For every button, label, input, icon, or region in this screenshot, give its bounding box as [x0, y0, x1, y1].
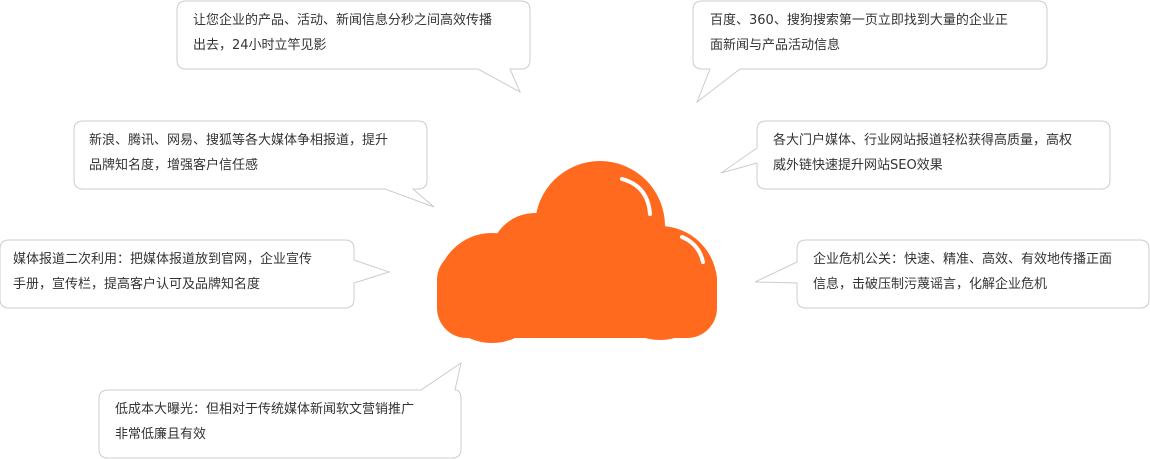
bubble-top-left-line2: 出去，24小时立竿见影 — [193, 38, 327, 53]
bubble-top-right-line1: 百度、360、搜狗搜索第一页立即找到大量的企业正 — [710, 13, 1008, 28]
bubble-mid-right-line2: 威外链快速提升网站SEO效果 — [773, 158, 943, 173]
bubble-mid-left: 新浪、腾讯、网易、搜狐等各大媒体争相报道，提升 品牌知名度，增强客户信任感 — [89, 128, 419, 178]
bubble-top-left-line1: 让您企业的产品、活动、新闻信息分秒之间高效传播 — [193, 13, 493, 28]
bubble-left-line2: 手册，宣传栏，提高客户认可及品牌知名度 — [13, 277, 261, 292]
bubble-shape-top-right — [692, 0, 1048, 104]
bubble-right: 企业危机公关：快速、精准、高效、有效地传播正面 信息，击破压制污蔑谣言，化解企业… — [813, 247, 1143, 297]
bubble-shape-top-left — [176, 0, 531, 94]
bubble-mid-left-line2: 品牌知名度，增强客户信任感 — [89, 158, 259, 173]
bubble-left: 媒体报道二次利用：把媒体报道放到官网，企业宣传 手册，宣传栏，提高客户认可及品牌… — [13, 247, 347, 297]
bubble-shape-mid-right — [720, 120, 1111, 190]
bubble-shape-left — [0, 239, 391, 309]
bubble-bottom-left-line1: 低成本大曝光：但相对于传统媒体新闻软文营销推广 — [115, 402, 415, 417]
bubble-mid-right: 各大门户媒体、行业网站报道轻松获得高质量，高权 威外链快速提升网站SEO效果 — [773, 128, 1103, 178]
bubble-right-line2: 信息，击破压制污蔑谣言，化解企业危机 — [813, 277, 1048, 292]
bubble-top-right-line2: 面新闻与产品活动信息 — [710, 38, 841, 53]
bubble-mid-left-line1: 新浪、腾讯、网易、搜狐等各大媒体争相报道，提升 — [89, 133, 389, 148]
bubble-top-left: 让您企业的产品、活动、新闻信息分秒之间高效传播 出去，24小时立竿见影 — [193, 8, 523, 58]
bubble-top-right: 百度、360、搜狗搜索第一页立即找到大量的企业正 面新闻与产品活动信息 — [710, 8, 1040, 58]
bubble-bottom-left-line2: 非常低廉且有效 — [115, 427, 207, 442]
bubble-shape-mid-left — [73, 120, 435, 208]
bubble-right-line1: 企业危机公关：快速、精准、高效、有效地传播正面 — [813, 252, 1113, 267]
bubble-left-line1: 媒体报道二次利用：把媒体报道放到官网，企业宣传 — [13, 252, 313, 267]
bubble-mid-right-line1: 各大门户媒体、行业网站报道轻松获得高质量，高权 — [773, 133, 1073, 148]
bubble-shape-right — [754, 239, 1150, 309]
bubble-shape-bottom-left — [98, 361, 462, 459]
bubble-bottom-left: 低成本大曝光：但相对于传统媒体新闻软文营销推广 非常低廉且有效 — [115, 397, 455, 447]
